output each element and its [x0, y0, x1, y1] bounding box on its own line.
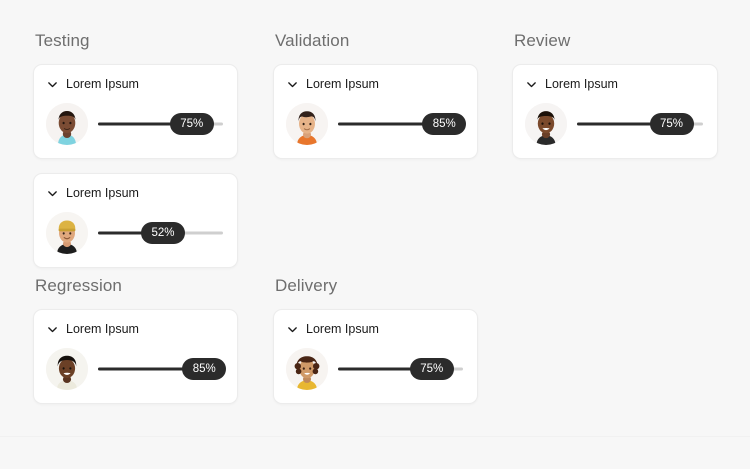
slider-thumb[interactable]: 75% — [409, 358, 454, 380]
slider-thumb[interactable]: 85% — [422, 113, 467, 135]
task-card[interactable]: Lorem Ipsum — [273, 64, 478, 159]
avatar — [286, 103, 328, 145]
progress-slider[interactable]: 85% — [98, 354, 227, 384]
progress-slider[interactable]: 85% — [338, 109, 467, 139]
card-title: Lorem Ipsum — [66, 186, 139, 200]
avatar — [525, 103, 567, 145]
column-review: Review Lorem Ipsum — [512, 31, 718, 159]
column-title: Testing — [35, 31, 90, 50]
card-body: 75% — [46, 102, 225, 146]
slider-fill — [98, 231, 163, 235]
column-validation: Validation Lorem Ipsum — [273, 31, 478, 159]
slider-thumb[interactable]: 75% — [169, 113, 214, 135]
column-title: Delivery — [275, 276, 338, 295]
task-card[interactable]: Lorem Ipsum — [33, 64, 238, 159]
column-title: Review — [514, 31, 571, 50]
avatar — [46, 348, 88, 390]
column-title: Regression — [35, 276, 122, 295]
card-title: Lorem Ipsum — [306, 322, 379, 336]
progress-slider[interactable]: 75% — [577, 109, 703, 139]
avatar — [46, 103, 88, 145]
task-card[interactable]: Lorem Ipsum — [512, 64, 718, 159]
progress-slider[interactable]: 75% — [98, 109, 223, 139]
card-body: 52% — [46, 211, 225, 255]
slider-fill — [98, 122, 192, 126]
card-header: Lorem Ipsum — [46, 185, 225, 202]
chevron-down-icon[interactable] — [46, 78, 59, 91]
card-title: Lorem Ipsum — [66, 77, 139, 91]
column-delivery: Delivery Lorem Ipsum — [273, 276, 478, 404]
chevron-down-icon[interactable] — [525, 78, 538, 91]
task-card[interactable]: Lorem Ipsum — [33, 309, 238, 404]
chevron-down-icon[interactable] — [286, 323, 299, 336]
card-title: Lorem Ipsum — [545, 77, 618, 91]
task-card[interactable]: Lorem Ipsum — [273, 309, 478, 404]
slider-fill — [338, 367, 432, 371]
slider-thumb[interactable]: 75% — [649, 113, 694, 135]
avatar — [46, 212, 88, 254]
chevron-down-icon[interactable] — [46, 187, 59, 200]
slider-thumb[interactable]: 85% — [182, 358, 227, 380]
card-title: Lorem Ipsum — [66, 322, 139, 336]
card-body: 85% — [286, 102, 467, 146]
chevron-down-icon[interactable] — [46, 323, 59, 336]
card-header: Lorem Ipsum — [46, 76, 225, 93]
slider-fill — [98, 367, 205, 371]
progress-slider[interactable]: 75% — [338, 354, 463, 384]
slider-fill — [338, 122, 445, 126]
progress-slider[interactable]: 52% — [98, 218, 223, 248]
chevron-down-icon[interactable] — [286, 78, 299, 91]
card-body: 75% — [286, 347, 465, 391]
avatar — [286, 348, 328, 390]
card-header: Lorem Ipsum — [525, 76, 705, 93]
card-header: Lorem Ipsum — [286, 321, 465, 338]
slider-fill — [577, 122, 672, 126]
column-testing: Testing Lorem Ipsum — [33, 31, 238, 268]
column-title: Validation — [275, 31, 350, 50]
slider-thumb[interactable]: 52% — [141, 222, 185, 244]
column-regression: Regression Lorem Ipsum — [33, 276, 238, 404]
card-title: Lorem Ipsum — [306, 77, 379, 91]
card-header: Lorem Ipsum — [286, 76, 465, 93]
card-header: Lorem Ipsum — [46, 321, 225, 338]
task-card[interactable]: Lorem Ipsum — [33, 173, 238, 268]
card-body: 75% — [525, 102, 705, 146]
card-body: 85% — [46, 347, 227, 391]
footer-divider — [0, 436, 750, 437]
